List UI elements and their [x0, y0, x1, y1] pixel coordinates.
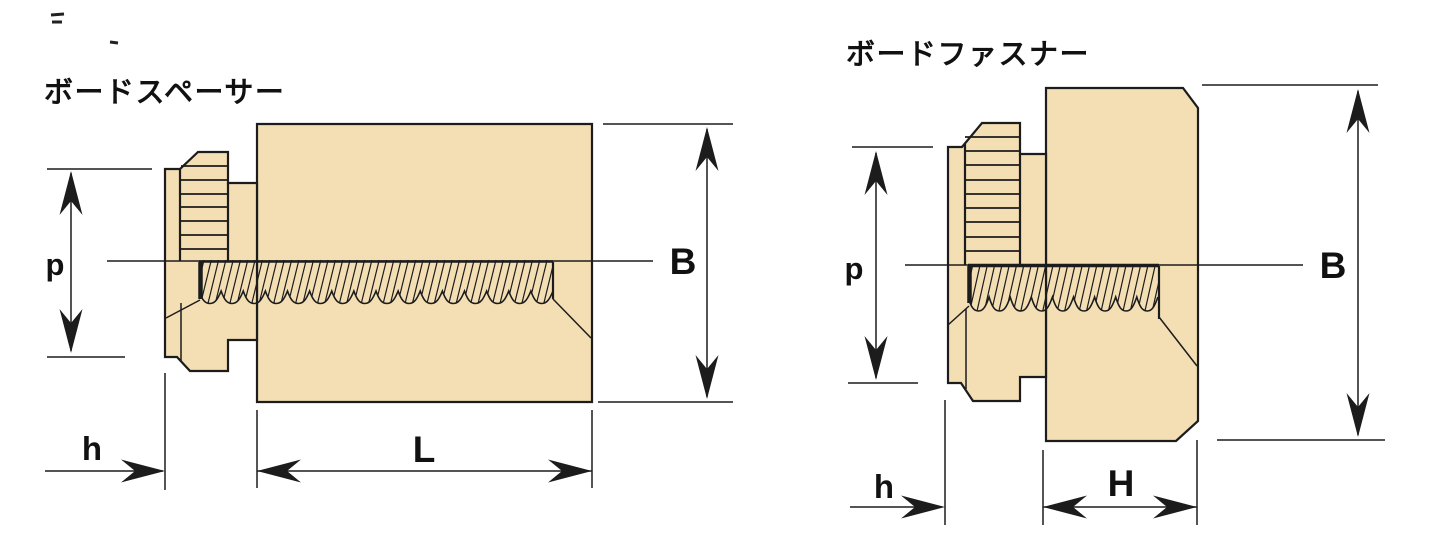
fastener-thread-profile [967, 294, 1159, 312]
hatch-line [214, 259, 227, 304]
hatch-line [976, 263, 989, 311]
dimension-arrowhead [59, 309, 83, 353]
hatch-line [433, 259, 446, 304]
hatch-line [411, 259, 424, 304]
dimension-arrowhead [695, 127, 719, 171]
hatch-line [1085, 263, 1098, 311]
H-label: H [1108, 463, 1135, 504]
spacer-body [255, 122, 594, 404]
hatch-line [404, 259, 417, 304]
hatch-line [228, 259, 242, 304]
dimension-arrowhead [695, 355, 719, 399]
hatch-line [990, 263, 1003, 311]
hatch-line [250, 259, 263, 304]
B-label: B [1320, 245, 1347, 286]
hatch-line [491, 259, 504, 304]
hatch-line [382, 259, 395, 304]
B-label: B [670, 241, 697, 282]
hatch-line [455, 259, 468, 304]
fastener-dimension-arrowheads [864, 89, 1370, 519]
hatch-line [280, 259, 293, 304]
hatch-line [535, 259, 548, 304]
hatch-line [997, 263, 1011, 311]
hatch-line [258, 259, 271, 304]
hatch-line [1129, 263, 1142, 311]
hatch-line [1063, 263, 1076, 311]
hatch-line [1034, 263, 1047, 311]
dimension-arrowhead [864, 151, 888, 195]
dimension-arrowhead [59, 171, 83, 215]
dimension-arrowhead [1043, 495, 1087, 519]
artifact-dot [109, 40, 119, 45]
dimension-arrowhead [548, 459, 592, 483]
hatch-line [447, 259, 461, 304]
dimension-arrowhead [121, 459, 165, 483]
hatch-line [345, 259, 358, 304]
hatch-line [426, 259, 439, 304]
fastener-hole-exit-chamfer [1158, 316, 1198, 367]
hatch-line [360, 259, 373, 304]
spacer-hole-entry-chamfer [165, 299, 201, 319]
hatch-line [1107, 263, 1120, 311]
hatch-line [1100, 263, 1113, 311]
hatch-line [236, 259, 249, 304]
hatch-line [389, 259, 402, 304]
fastener-thread-hatch [968, 263, 1158, 311]
hatch-line [1056, 263, 1069, 311]
hatch-line [301, 259, 315, 304]
hatch-line [513, 259, 526, 304]
hatch-line [294, 259, 307, 304]
hatch-line [1041, 263, 1054, 311]
board-fastener-diagram: ボードファスナー p B h [845, 38, 1385, 525]
p-label: p [845, 251, 864, 286]
L-label: L [413, 429, 436, 470]
hatch-line [272, 259, 285, 304]
dimension-arrowhead [1346, 393, 1370, 437]
artifact-dash [50, 12, 65, 17]
dimension-arrowhead [901, 495, 945, 519]
hatch-line [469, 259, 482, 304]
hatch-line [520, 259, 534, 304]
print-artifacts [50, 12, 119, 45]
hatch-line [323, 259, 336, 304]
hatch-line [1143, 263, 1157, 311]
fastener-hole-entry-chamfer [947, 305, 970, 326]
hatch-line [1019, 263, 1032, 311]
hatch-line [207, 259, 220, 304]
spacer-hole-exit-chamfer [552, 298, 592, 339]
hatch-line [1078, 263, 1091, 311]
fastener-dimensions: p B h H [845, 84, 1385, 525]
hatch-line [338, 259, 351, 304]
spacer-dimensions: p B h L [45, 123, 733, 490]
spacer-thread-profile [198, 288, 554, 305]
fastener-knurl-ribs [965, 136, 1020, 252]
hatch-line [316, 259, 329, 304]
fastener-head [946, 121, 1048, 403]
dimension-arrowhead [1346, 89, 1370, 133]
h-label: h [874, 468, 894, 505]
spacer-dimension-arrowheads [59, 127, 719, 483]
hatch-line [1122, 263, 1135, 311]
hatch-line [367, 259, 380, 304]
dimension-arrowhead [257, 459, 301, 483]
hatch-line [499, 259, 512, 304]
hatch-line [1012, 263, 1025, 311]
p-label: p [46, 247, 65, 282]
dimension-arrowhead [1153, 495, 1197, 519]
board-fastener-title: ボードファスナー [846, 38, 1090, 71]
board-spacer-title: ボードスペーサー [44, 76, 285, 109]
board-spacer-diagram: ボードスペーサー p [44, 76, 733, 490]
dimension-arrowhead [864, 336, 888, 380]
h-label: h [82, 430, 102, 467]
hatch-line [477, 259, 490, 304]
spacer-knurl-ribs [181, 165, 228, 250]
